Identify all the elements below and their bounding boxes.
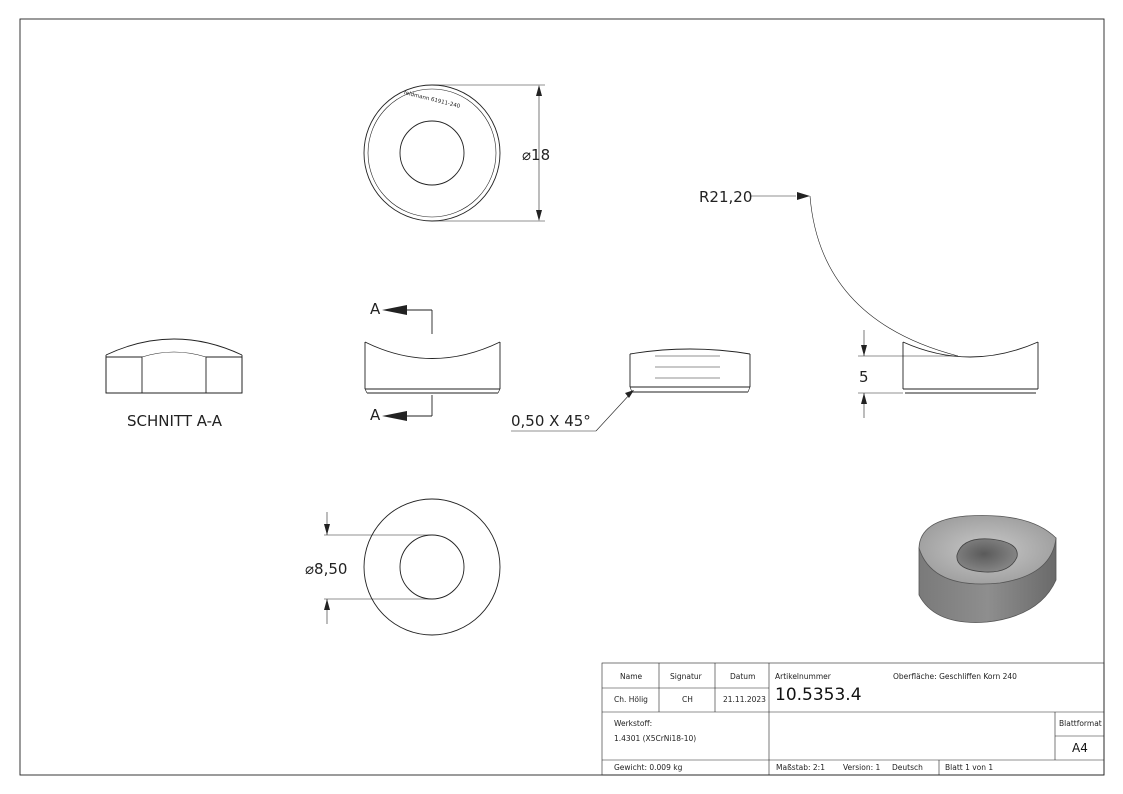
blattformat-label: Blattformat: [1059, 719, 1102, 728]
datum-value: 21.11.2023: [723, 695, 766, 704]
col-signatur: Signatur: [670, 672, 703, 681]
gewicht-value: Gewicht: 0.009 kg: [614, 763, 683, 772]
radius-label: R21,20: [699, 188, 752, 206]
werkstoff-label: Werkstoff:: [614, 719, 652, 728]
height-label: 5: [859, 368, 869, 386]
chamfer-label: 0,50 X 45°: [511, 412, 591, 430]
drawing-border: [19, 18, 1105, 776]
diameter-850-label: ⌀8,50: [305, 560, 347, 578]
name-value: Ch. Hölig: [614, 695, 648, 704]
right-view: R21,20 5: [699, 188, 1039, 418]
bottom-view: ⌀8,50: [305, 498, 501, 636]
col-datum: Datum: [730, 672, 755, 681]
section-view: SCHNITT A-A: [105, 338, 243, 430]
signatur-value: CH: [682, 695, 693, 704]
oberflaeche-value: Oberfläche: Geschliffen Korn 240: [893, 672, 1017, 681]
side-view: 0,50 X 45°: [511, 348, 751, 432]
col-name: Name: [620, 672, 643, 681]
section-marker-bottom: A: [370, 406, 381, 424]
artikelnummer-label: Artikelnummer: [775, 672, 832, 681]
artikelnummer-value: 10.5353.4: [775, 685, 862, 705]
front-view: A A: [364, 300, 501, 424]
blatt-value: Blatt 1 von 1: [945, 763, 993, 772]
blattformat-value: A4: [1072, 741, 1088, 755]
diameter-18-label: ⌀18: [522, 146, 550, 164]
section-marker-top: A: [370, 300, 381, 318]
werkstoff-value: 1.4301 (X5CrNi18-10): [614, 734, 696, 743]
version-value: Version: 1: [843, 763, 880, 772]
title-block: Name Signatur Datum Ch. Hölig CH 21.11.2…: [601, 662, 1105, 776]
section-caption: SCHNITT A-A: [127, 412, 223, 430]
iso-3d-view: [918, 515, 1057, 623]
engraving-text: feldmann 61911-240: [403, 90, 461, 110]
top-view: feldmann 61911-240 ⌀18: [363, 84, 550, 222]
sprache-value: Deutsch: [892, 763, 923, 772]
massstab-value: Maßstab: 2:1: [776, 763, 825, 772]
